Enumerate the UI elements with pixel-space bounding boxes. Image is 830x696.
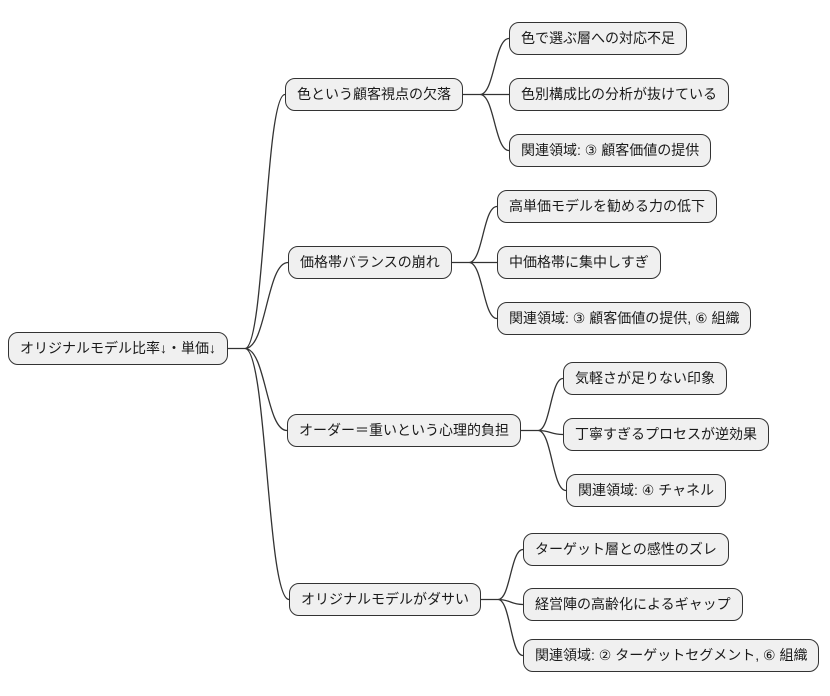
mindmap-branch-node: 価格帯バランスの崩れ [288, 246, 452, 279]
mindmap-leaf-node: 高単価モデルを勧める力の低下 [497, 190, 717, 223]
mindmap-leaf-node: 色で選ぶ層への対応不足 [509, 22, 687, 55]
mindmap-leaf-node: 経営陣の高齢化によるギャップ [523, 588, 743, 621]
mindmap-leaf-node: 色別構成比の分析が抜けている [509, 78, 729, 111]
mindmap-branch-node: オリジナルモデルがダサい [289, 583, 481, 616]
mindmap-leaf-node: 中価格帯に集中しすぎ [497, 246, 661, 279]
mindmap-leaf-node: 関連領域: ④ チャネル [566, 474, 727, 507]
mindmap-leaf-node: 関連領域: ③ 顧客価値の提供, ⑥ 組織 [497, 302, 752, 335]
mindmap-leaf-node: 丁寧すぎるプロセスが逆効果 [563, 418, 769, 451]
mindmap-leaf-node: ターゲット層との感性のズレ [523, 533, 729, 566]
mindmap-branch-node: オーダー＝重いという心理的負担 [287, 414, 521, 447]
mindmap-branch-node: 色という顧客視点の欠落 [285, 78, 463, 111]
mindmap-leaf-node: 関連領域: ② ターゲットセグメント, ⑥ 組織 [523, 639, 820, 672]
mindmap-leaf-node: 気軽さが足りない印象 [563, 362, 727, 395]
mindmap-root-node: オリジナルモデル比率↓・単価↓ [8, 332, 228, 365]
mindmap-leaf-node: 関連領域: ③ 顧客価値の提供 [509, 134, 712, 167]
